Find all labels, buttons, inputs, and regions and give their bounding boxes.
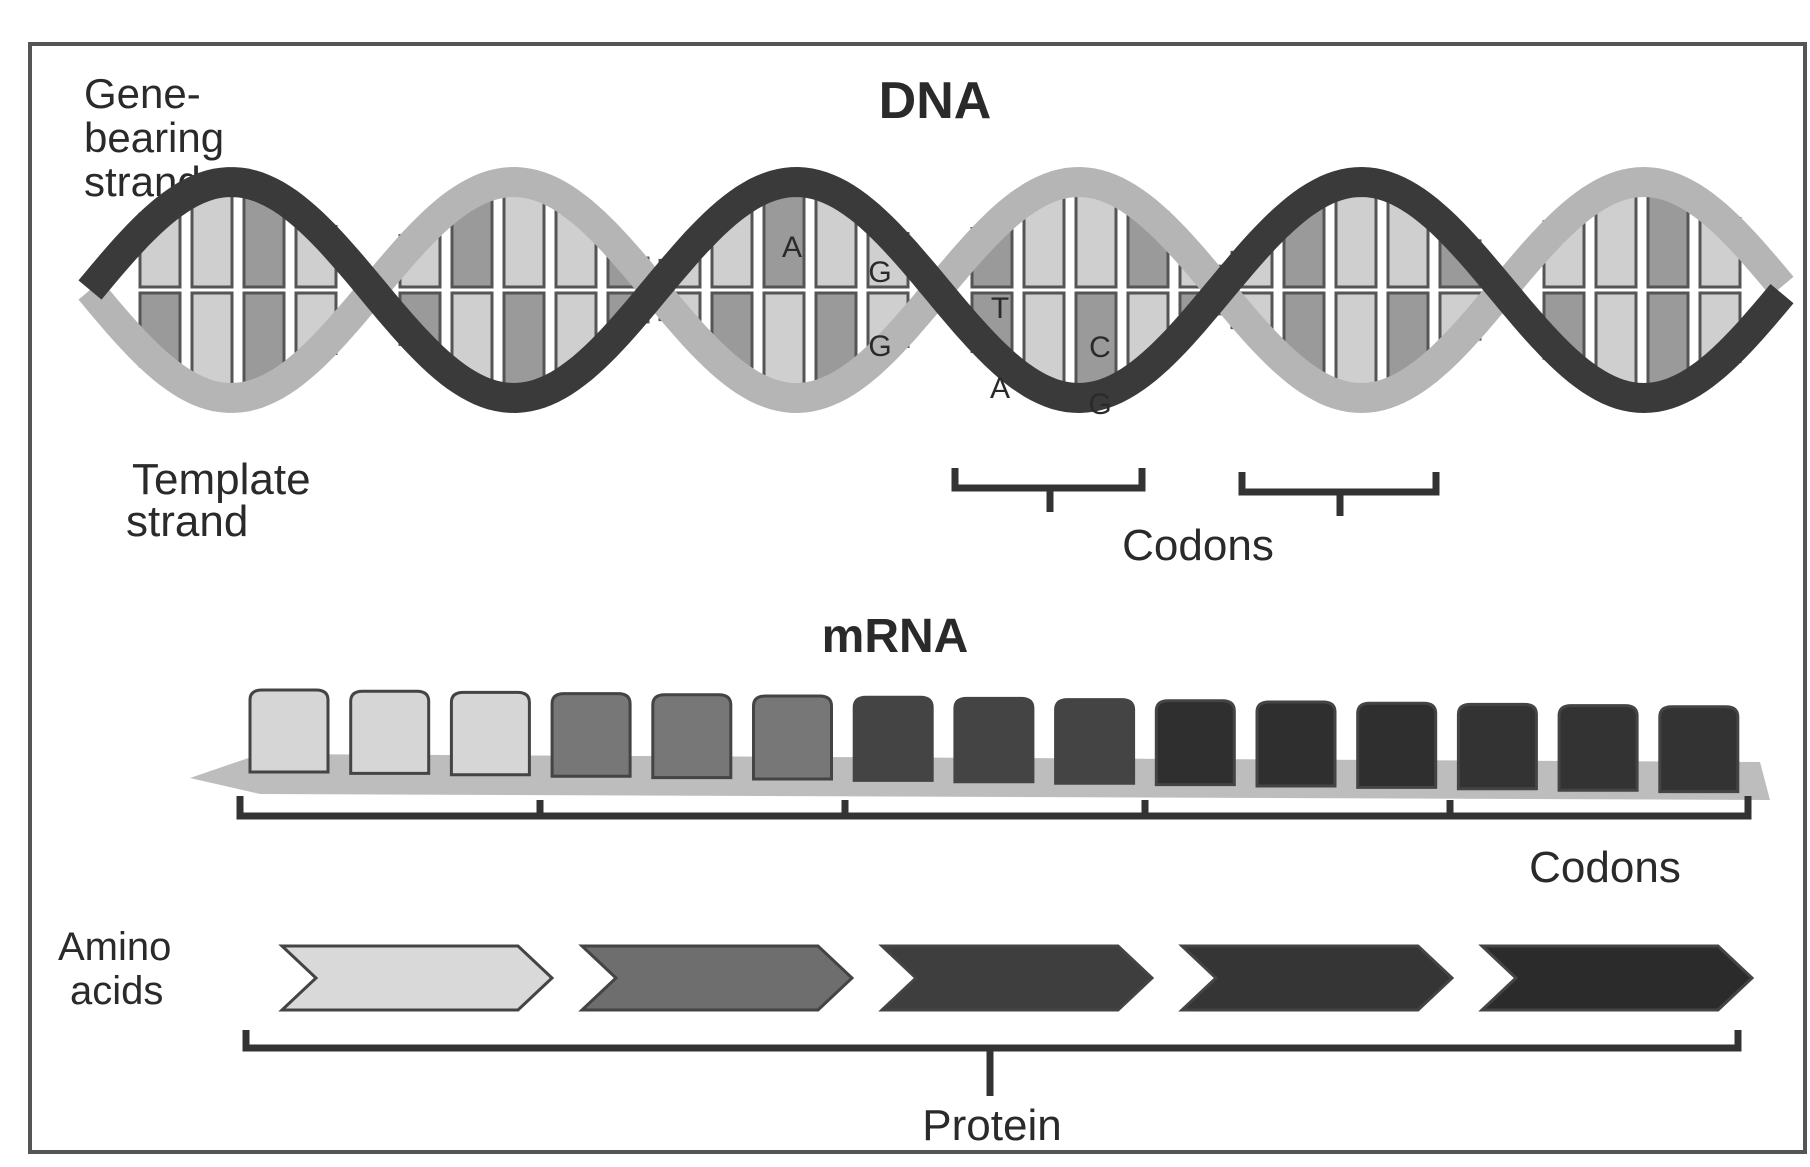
template-strand-label: Template strand bbox=[126, 455, 311, 546]
dna-codon-brackets bbox=[955, 468, 1436, 516]
dna-codon-bracket bbox=[955, 468, 1142, 512]
dna-codons-label: Codons bbox=[1122, 521, 1274, 570]
mrna-nucleotide bbox=[1660, 707, 1738, 792]
mrna-nucleotide bbox=[451, 692, 529, 774]
base-letter: A bbox=[782, 231, 802, 264]
mrna-nucleotide bbox=[250, 690, 328, 772]
coding-strand-label-line-2: bearing bbox=[84, 114, 224, 161]
template-strand-label-line-2: strand bbox=[126, 497, 248, 546]
amino-acid-chain bbox=[282, 946, 1752, 1010]
mrna-nucleotide bbox=[1156, 701, 1234, 785]
dna-double-helix: A G G T A C G bbox=[90, 182, 1782, 421]
amino-acids-label-line-2: acids bbox=[70, 969, 163, 1013]
mrna-title: mRNA bbox=[822, 610, 969, 663]
mrna-nucleotide bbox=[955, 698, 1033, 781]
base-letter: A bbox=[990, 372, 1010, 405]
base-letter: G bbox=[868, 330, 891, 363]
mrna-nucleotide bbox=[1056, 700, 1134, 784]
mrna-nucleotide bbox=[1358, 703, 1436, 787]
amino-acid bbox=[1482, 946, 1752, 1010]
amino-acid bbox=[282, 946, 552, 1010]
mrna-nucleotide bbox=[1257, 702, 1335, 786]
mrna-nucleotide bbox=[1559, 706, 1637, 791]
base-letter: C bbox=[1089, 331, 1111, 364]
protein-bracket bbox=[246, 1030, 1738, 1096]
amino-acid bbox=[1182, 946, 1452, 1010]
mrna-nucleotide bbox=[552, 694, 630, 777]
dna-title: DNA bbox=[879, 72, 992, 130]
mrna-nucleotide bbox=[351, 691, 429, 773]
protein-label: Protein bbox=[922, 1101, 1061, 1150]
mrna-nucleotide bbox=[653, 695, 731, 778]
amino-acid bbox=[882, 946, 1152, 1010]
dna-codon-bracket bbox=[1242, 472, 1436, 516]
base-letter: T bbox=[991, 292, 1009, 325]
base-letter: G bbox=[1088, 388, 1111, 421]
mrna-strand bbox=[190, 690, 1770, 800]
base-letter: G bbox=[868, 256, 891, 289]
amino-acid bbox=[582, 946, 852, 1010]
amino-acids-label: Amino acids bbox=[58, 925, 171, 1013]
coding-strand-backbone bbox=[90, 182, 1782, 398]
mrna-codons-label: Codons bbox=[1529, 843, 1681, 892]
mrna-nucleotide bbox=[754, 696, 832, 779]
mrna-nucleotide bbox=[1458, 704, 1536, 788]
mrna-nucleotide bbox=[854, 697, 932, 780]
amino-acids-label-line-1: Amino bbox=[58, 925, 171, 969]
coding-strand-label-line-1: Gene- bbox=[84, 70, 201, 117]
